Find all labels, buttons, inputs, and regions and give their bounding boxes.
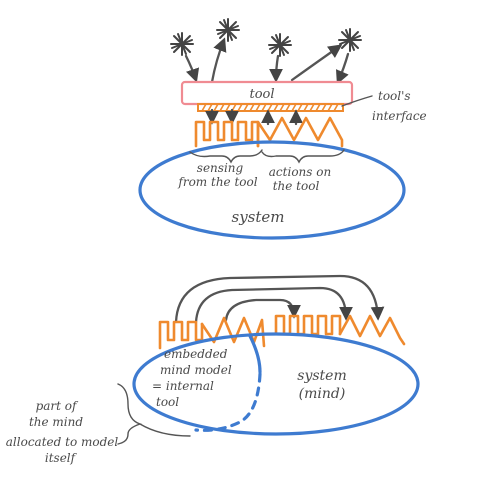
embedded-label-line1: embedded xyxy=(164,347,228,361)
loop-arrow-middle xyxy=(194,286,353,324)
mind-system-label-line1: system xyxy=(297,368,346,384)
loop-arrow-outer xyxy=(174,274,385,324)
actions-zigzag xyxy=(256,116,344,148)
mind-system-label-line2: (mind) xyxy=(299,386,346,402)
part-label-line1: part of xyxy=(36,399,79,413)
top-diagram: tool tool's interface sensing from the t… xyxy=(138,18,427,240)
loop-arrow-inner xyxy=(224,298,301,322)
part-label-line3: allocated to model xyxy=(6,435,119,449)
sensing-brace xyxy=(189,149,263,164)
star-icon-3 xyxy=(268,33,292,57)
arrow-star1-to-tool xyxy=(184,54,200,83)
embedded-label-line3: = internal xyxy=(152,379,214,393)
interface-pointer-line xyxy=(341,95,373,107)
star-icon-4 xyxy=(338,28,362,52)
arrow-star3-to-tool xyxy=(269,54,283,83)
star-icon-1 xyxy=(170,32,194,56)
arrow-star4-to-tool xyxy=(336,52,350,85)
interface-label-line2: interface xyxy=(372,109,427,123)
part-label-line4: itself xyxy=(45,451,78,465)
right-actions-zigzag xyxy=(338,314,406,346)
embedded-region-boundary-solid xyxy=(248,334,262,374)
right-sensing-comb xyxy=(274,314,342,336)
mind-system-ellipse xyxy=(132,332,420,436)
sensing-label-line2: from the tool xyxy=(177,175,257,189)
sensing-label-line1: sensing xyxy=(197,161,244,175)
system-ellipse xyxy=(138,140,406,240)
system-label: system xyxy=(232,208,285,226)
part-of-mind-brace-tail xyxy=(139,423,191,437)
tool-label: tool xyxy=(249,87,274,102)
star-icon-2 xyxy=(216,18,240,42)
left-actions-zigzag xyxy=(200,316,266,348)
interface-label-line1: tool's xyxy=(378,89,411,103)
bottom-diagram: embedded mind model = internal tool syst… xyxy=(6,274,420,465)
part-label-line2: the mind xyxy=(29,415,83,429)
left-sensing-comb xyxy=(158,320,204,350)
actions-label-line1: actions on xyxy=(269,165,331,179)
arrow-tool-to-star2 xyxy=(210,37,227,84)
actions-label-line2: the tool xyxy=(273,179,320,193)
embedded-region-boundary-dashed xyxy=(194,372,262,432)
embedded-label-line4: tool xyxy=(156,395,179,409)
embedded-label-line2: mind model xyxy=(160,363,232,377)
arrow-tool-to-star4 xyxy=(290,44,343,82)
sensing-comb xyxy=(194,120,260,148)
actions-brace xyxy=(261,149,345,164)
